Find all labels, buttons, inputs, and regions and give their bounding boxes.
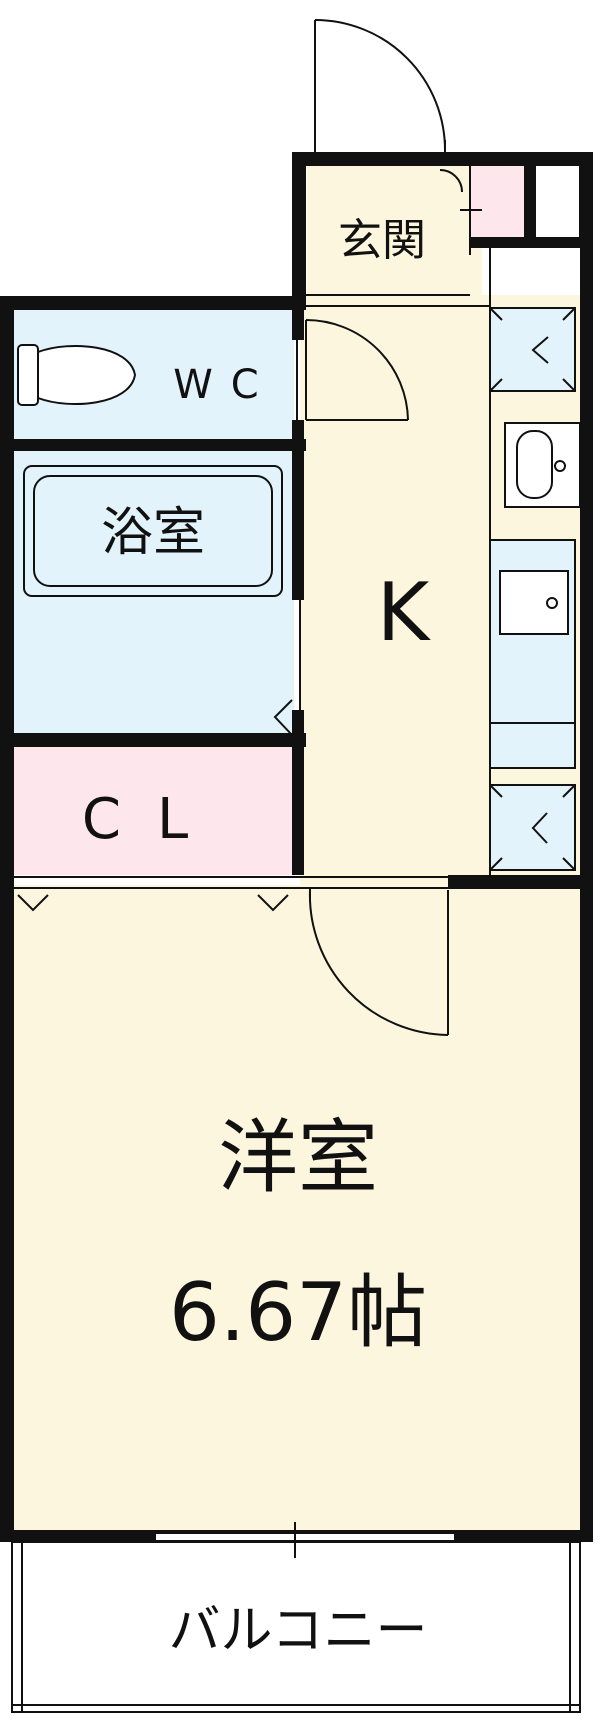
stove-icon [489,539,576,769]
window-icon [154,1522,456,1558]
bath-label: 浴室 [101,503,205,563]
bathtub-icon [23,465,283,597]
sink-icon [504,422,581,508]
toilet-icon [17,344,137,406]
western-room-size: 6.67帖 [169,1266,427,1359]
balcony-label: バルコニー [169,1601,428,1661]
door-swing-icon [305,319,409,421]
storage-cabinet [534,164,581,239]
door-swing-icon [308,888,449,1036]
closet-door-icon [17,894,289,912]
closet-floor [12,745,294,875]
bath-floor [12,450,294,735]
door-swing-icon [314,19,446,165]
balcony [11,1541,581,1713]
kitchen-label: K [377,566,432,659]
wc-label: WC [173,362,276,408]
entrance-label: 玄関 [338,215,426,266]
entrance-step-icon [439,165,482,255]
entrance-floor [307,165,482,295]
western-room-floor [12,885,585,1535]
refrigerator-space-icon [489,307,576,392]
shoe-cabinet-icon [489,784,576,871]
shoe-cabinet [469,164,526,239]
western-room-label: 洋室 [218,1111,378,1204]
closet-label: CL [82,787,224,852]
door-swing-icon [273,699,293,736]
